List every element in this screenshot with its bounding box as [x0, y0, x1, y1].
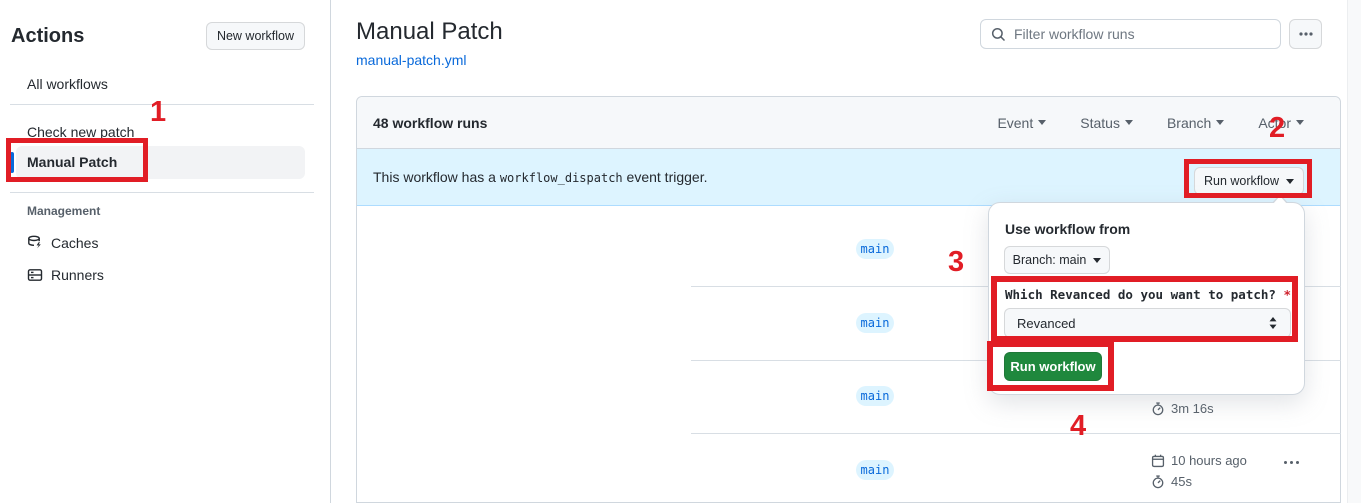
run-workflow-submit-button[interactable]: Run workflow: [1004, 352, 1102, 381]
required-asterisk: *: [1283, 287, 1291, 302]
filter-event-label: Event: [997, 114, 1034, 131]
revanced-select[interactable]: Revanced: [1004, 308, 1291, 338]
sidebar-item-all-workflows[interactable]: All workflows: [27, 76, 108, 92]
workflow-file-link[interactable]: manual-patch.yml: [356, 52, 467, 68]
chevron-down-icon: [1216, 120, 1225, 125]
run-duration: 45s: [1151, 474, 1192, 489]
chevron-down-icon: [1296, 120, 1304, 125]
filter-actor-dropdown[interactable]: Actor: [1258, 115, 1304, 131]
calendar-icon: [1151, 454, 1165, 467]
search-icon: [991, 27, 1006, 41]
run-duration-label: 3m 16s: [1171, 401, 1214, 416]
branch-badge[interactable]: main: [856, 239, 894, 259]
banner-text: This workflow has a workflow_dispatch ev…: [373, 169, 707, 185]
workflow-input-label-text: Which Revanced do you want to patch?: [1005, 287, 1276, 302]
run-workflow-panel: Use workflow from Branch: main Which Rev…: [988, 194, 1305, 395]
chevron-down-icon: [1124, 120, 1133, 125]
management-section-label: Management: [27, 204, 101, 218]
run-workflow-dropdown-label: Run workflow: [1203, 174, 1280, 188]
sidebar-item-caches[interactable]: Caches: [27, 235, 98, 251]
actions-sidebar: Actions New workflow All workflows Check…: [0, 0, 331, 503]
run-kebab-button[interactable]: [1284, 461, 1299, 464]
sidebar-item-runners[interactable]: Runners: [27, 267, 104, 283]
sidebar-item-check-new-patch[interactable]: Check new patch: [27, 124, 135, 140]
workflow-dispatch-banner: This workflow has a workflow_dispatch ev…: [357, 149, 1340, 206]
filter-branch-dropdown[interactable]: Branch: [1166, 114, 1225, 131]
selected-accent-bar: [10, 152, 14, 173]
sidebar-divider: [10, 192, 314, 193]
sidebar-item-caches-label: Caches: [51, 235, 99, 251]
run-timestamp: 10 hours ago: [1151, 453, 1247, 468]
run-workflow-dropdown-button[interactable]: Run workflow: [1194, 167, 1304, 195]
sidebar-item-manual-patch[interactable]: [16, 146, 305, 179]
sidebar-item-runners-label: Runners: [51, 267, 104, 283]
banner-text-after: event trigger.: [626, 169, 708, 185]
branch-badge[interactable]: main: [856, 313, 894, 333]
row-divider: [691, 433, 1341, 434]
branch-select-label: Branch: main: [1012, 253, 1087, 267]
run-duration: 3m 16s: [1151, 401, 1214, 416]
run-timestamp-label: 10 hours ago: [1171, 453, 1247, 468]
branch-badge[interactable]: main: [856, 386, 894, 406]
filter-branch-label: Branch: [1166, 114, 1212, 131]
use-workflow-from-label: Use workflow from: [1005, 221, 1131, 237]
sidebar-title: Actions: [11, 25, 85, 47]
runs-filters: Event Status Branch Actor: [997, 115, 1304, 131]
run-duration-label: 45s: [1171, 474, 1192, 489]
stopwatch-icon: [1152, 474, 1164, 488]
page-title: Manual Patch: [356, 18, 503, 45]
filter-event-dropdown[interactable]: Event: [997, 114, 1047, 131]
filter-actor-label: Actor: [1258, 114, 1291, 131]
chevron-down-icon: [1038, 120, 1047, 125]
sidebar-item-manual-patch-label: Manual Patch: [27, 154, 118, 170]
revanced-select-value: Revanced: [1017, 315, 1076, 331]
cache-icon: [28, 235, 41, 249]
workflow-runs-count: 48 workflow runs: [373, 114, 488, 131]
branch-select-button[interactable]: Branch: main: [1004, 246, 1110, 274]
filter-status-label: Status: [1080, 114, 1120, 131]
sidebar-divider: [10, 104, 314, 105]
stopwatch-icon: [1152, 401, 1164, 415]
branch-badge[interactable]: main: [856, 460, 894, 480]
chevron-down-icon: [1286, 178, 1295, 184]
runners-icon: [27, 269, 43, 281]
new-workflow-button[interactable]: New workflow: [206, 22, 305, 50]
chevron-down-icon: [1093, 257, 1102, 263]
banner-code: workflow_dispatch: [499, 171, 623, 185]
search-input[interactable]: [1014, 26, 1270, 42]
select-updown-icon: [1269, 317, 1277, 329]
runs-header: 48 workflow runs Event Status Branch Act…: [357, 97, 1340, 149]
kebab-horizontal-icon: [1298, 32, 1313, 36]
page-kebab-button[interactable]: [1289, 19, 1322, 49]
filter-workflow-runs-search[interactable]: [980, 19, 1281, 49]
filter-status-dropdown[interactable]: Status: [1080, 115, 1133, 131]
workflow-input-label: Which Revanced do you want to patch? *: [1005, 287, 1291, 302]
banner-text-before: This workflow has a: [373, 169, 496, 185]
scrollbar-track[interactable]: [1347, 0, 1361, 503]
